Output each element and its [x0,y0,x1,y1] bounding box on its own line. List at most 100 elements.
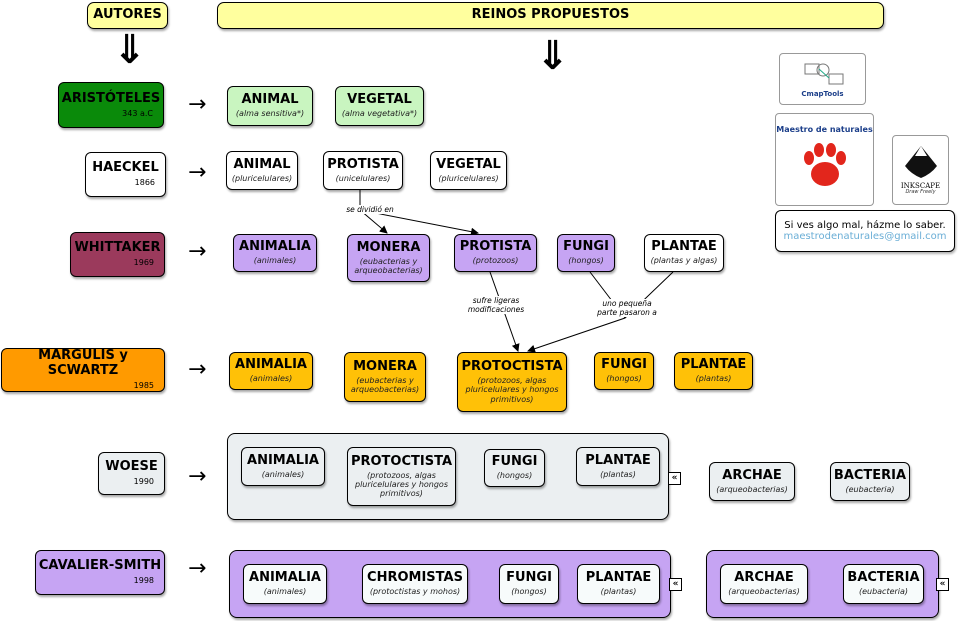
kingdom-animalia: ANIMALIA (animales) [241,447,325,486]
kingdom-name: PROTOCTISTA [350,453,453,469]
kingdom-animal: ANIMAL (alma sensitiva*) [227,86,313,126]
kingdom-name: PLANTAE [651,239,717,255]
kingdom-name: FUNGI [563,239,609,255]
cmaptools-logo: CmapTools [779,53,866,105]
right-arrow-icon: → [188,160,207,185]
contact-email-link[interactable]: maestrodenaturales@gmail.com [783,231,947,242]
kingdom-name: VEGETAL [347,92,412,108]
kingdom-bacteria: BACTERIA (eubacteria) [843,564,924,604]
kingdom-desc: (plantas) [695,374,732,384]
kingdom-desc: (pluricelulares) [231,173,293,183]
kingdom-plantae: PLANTAE (plantas) [674,352,753,390]
right-arrow-icon: → [188,92,207,117]
kingdom-desc: (arqueobacterias) [716,484,788,494]
inkscape-tagline: Draw Freely [905,189,936,196]
author-year: 1998 [133,576,154,586]
kingdom-protista: PROTISTA (unicelulares) [323,151,403,190]
author-name: ARISTÓTELES [61,90,161,106]
author-year: 1969 [133,258,154,268]
reinos-header: REINOS PROPUESTOS [217,2,884,29]
author-year: 343 a.C [122,108,153,118]
kingdom-vegetal: VEGETAL (alma vegetativa*) [335,86,424,126]
author-name: WHITTAKER [74,240,161,256]
kingdom-fungi: FUNGI (hongos) [484,449,545,487]
kingdom-desc: (animales) [249,374,293,384]
inkscape-label: INKSCAPE [900,182,941,191]
kingdom-name: ANIMAL [233,156,291,172]
kingdom-name: CHROMISTAS [367,570,463,586]
reinos-header-label: REINOS PROPUESTOS [471,7,630,23]
cmaptools-label: CmapTools [801,89,844,98]
kingdom-bacteria: BACTERIA (eubacteria) [830,462,910,501]
collapse-chevron-icon[interactable]: « [668,472,681,485]
kingdom-archae: ARCHAE (arqueobacterias) [709,462,795,501]
author-name: CAVALIER-SMITH [38,558,162,574]
kingdom-vegetal: VEGETAL (pluricelulares) [430,151,507,190]
kingdom-chromistas: CHROMISTAS (protoctistas y mohos) [362,564,468,604]
kingdom-name: ANIMAL [241,92,299,108]
kingdom-name: PLANTAE [680,357,747,373]
kingdom-archae: ARCHAE (arqueobacterias) [720,564,808,604]
kingdom-name: VEGETAL [436,156,501,172]
kingdom-desc: (plantas) [600,469,636,479]
kingdom-desc: (animales) [263,587,307,597]
kingdom-desc: (eubacteria) [858,587,909,597]
kingdom-name: MONERA [356,239,421,255]
kingdom-desc: (eubacterias y arqueobacterias) [354,256,423,275]
inkscape-icon [904,146,937,179]
kingdom-name: FUNGI [601,357,647,373]
kingdom-fungi: FUNGI (hongos) [557,234,615,272]
kingdom-desc: (eubacteria) [845,484,895,494]
kingdom-protoctista: PROTOCTISTA (protozoos, algas pluricelul… [457,352,567,412]
author-year: 1985 [133,381,154,391]
author-year: 1866 [134,178,155,188]
contact-box: Si ves algo mal, házme lo saber. maestro… [775,210,955,252]
right-arrow-icon: → [188,239,207,264]
author-aristoteles: ARISTÓTELES 343 a.C [58,82,164,128]
link-label-pequena: uno pequeña parte pasaron a [592,299,662,317]
double-down-arrow-icon: ⇓ [536,33,570,79]
kingdom-name: PLANTAE [585,452,651,468]
kingdom-name: ANIMALIA [247,452,319,468]
kingdom-desc: (protozoos, algas pluricelulares y hongo… [465,376,559,404]
right-arrow-icon: → [188,556,207,581]
kingdom-desc: (hongos) [606,374,642,384]
inkscape-logo: INKSCAPE Draw Freely [892,135,949,205]
kingdom-monera: MONERA (eubacterias y arqueobacterias) [347,234,430,282]
kingdom-desc: (alma vegetativa*) [341,109,418,119]
kingdom-desc: (plantas y algas) [650,256,718,266]
collapse-chevron-icon[interactable]: « [669,578,682,591]
author-name: WOESE [105,459,158,475]
paw-print-icon [803,143,846,187]
kingdom-name: BACTERIA [847,570,920,586]
kingdom-name: PLANTAE [585,570,652,586]
author-year: 1990 [133,477,154,487]
kingdom-desc: (animales) [261,469,305,479]
kingdom-desc: (unicelulares) [335,173,391,183]
author-margulis: MARGULIS y SCWARTZ 1985 [1,348,165,392]
autores-header-label: AUTORES [93,7,162,23]
right-arrow-icon: → [188,357,207,382]
kingdom-desc: (protozoos, algas pluricelulares y hongo… [355,470,448,499]
kingdom-animal: ANIMAL (pluricelulares) [226,151,298,190]
kingdom-desc: (alma sensitiva*) [235,109,305,119]
kingdom-desc: (animales) [253,256,297,266]
author-name: HAECKEL [92,160,159,176]
maestro-de-naturales-logo: Maestro de naturales [775,113,874,206]
kingdom-desc: (pluricelulares) [438,173,499,183]
kingdom-name: ANIMALIA [239,239,311,255]
kingdom-desc: (hongos) [568,256,604,266]
kingdom-desc: (protozoos) [472,256,519,266]
kingdom-name: BACTERIA [833,467,907,483]
cmaptools-icon [804,63,843,85]
maestro-label: Maestro de naturales [776,124,873,134]
kingdom-desc: (arqueobacterias) [728,587,800,597]
double-down-arrow-icon: ⇓ [113,27,147,73]
kingdom-desc: (hongos) [496,471,533,481]
contact-message: Si ves algo mal, házme lo saber. [784,219,946,231]
link-plantae-protoctista [527,271,674,353]
collapse-chevron-icon[interactable]: « [936,578,949,591]
kingdom-desc: (protoctistas y mohos) [369,587,461,597]
kingdom-animalia: ANIMALIA (animales) [243,564,327,604]
kingdom-fungi: FUNGI (hongos) [499,564,559,604]
